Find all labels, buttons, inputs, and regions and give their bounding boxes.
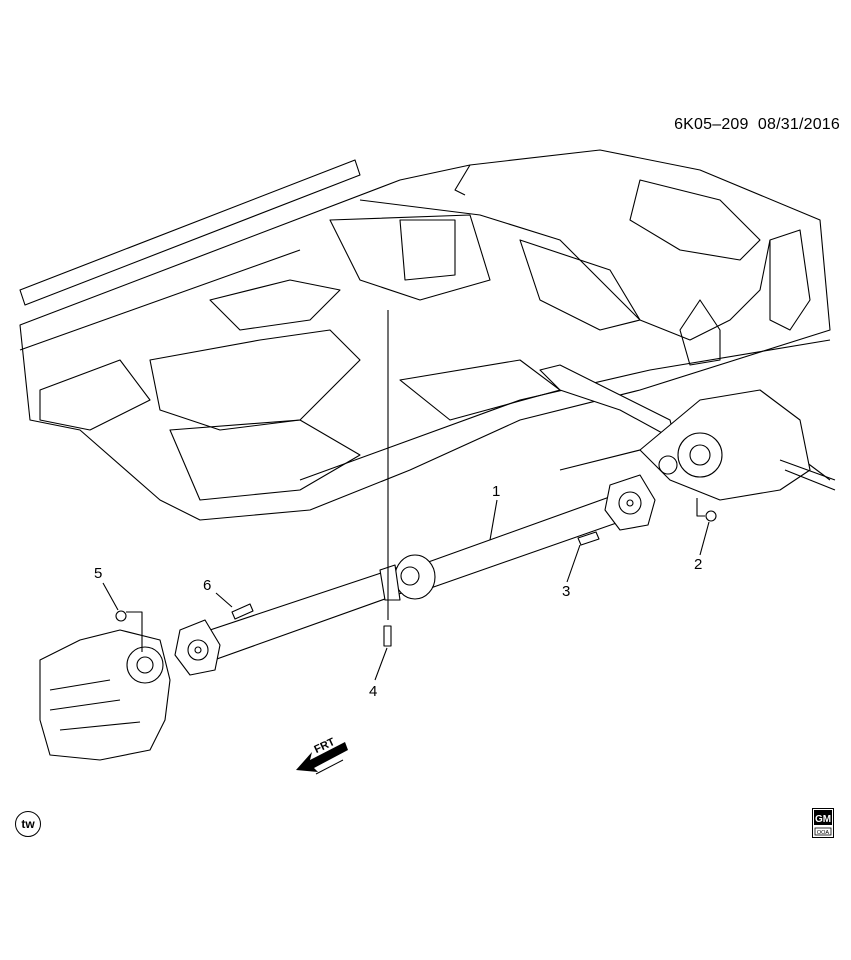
callout-2: 2 bbox=[694, 556, 703, 573]
callout-3: 3 bbox=[562, 583, 571, 600]
rear-drive-unit bbox=[539, 364, 836, 501]
diagram-code-date: 6K05–209 08/31/2016 bbox=[610, 116, 840, 134]
nut-5 bbox=[115, 610, 127, 622]
bolt-6 bbox=[231, 603, 254, 620]
rear-flex-coupling bbox=[604, 474, 656, 531]
tw-badge: tw bbox=[15, 811, 41, 837]
callout-5: 5 bbox=[94, 565, 103, 582]
leader-lines bbox=[102, 310, 710, 681]
callout-6: 6 bbox=[203, 577, 212, 594]
propeller-shaft bbox=[194, 494, 626, 666]
front-flex-coupling bbox=[174, 619, 221, 676]
svg-text:GM: GM bbox=[815, 814, 831, 825]
bolt-3 bbox=[577, 531, 600, 546]
bolt-4 bbox=[383, 625, 392, 647]
transmission bbox=[39, 629, 171, 761]
callout-1: 1 bbox=[492, 483, 501, 500]
gm-logo: GM OOA bbox=[812, 808, 834, 838]
floor-pan bbox=[19, 149, 831, 521]
diagram-date: 08/31/2016 bbox=[757, 116, 840, 133]
callout-4: 4 bbox=[369, 683, 378, 700]
front-direction-arrow bbox=[296, 742, 348, 775]
nut-2 bbox=[705, 510, 717, 522]
diagram-code: 6K05–209 bbox=[674, 116, 749, 133]
svg-text:OOA: OOA bbox=[817, 830, 830, 836]
